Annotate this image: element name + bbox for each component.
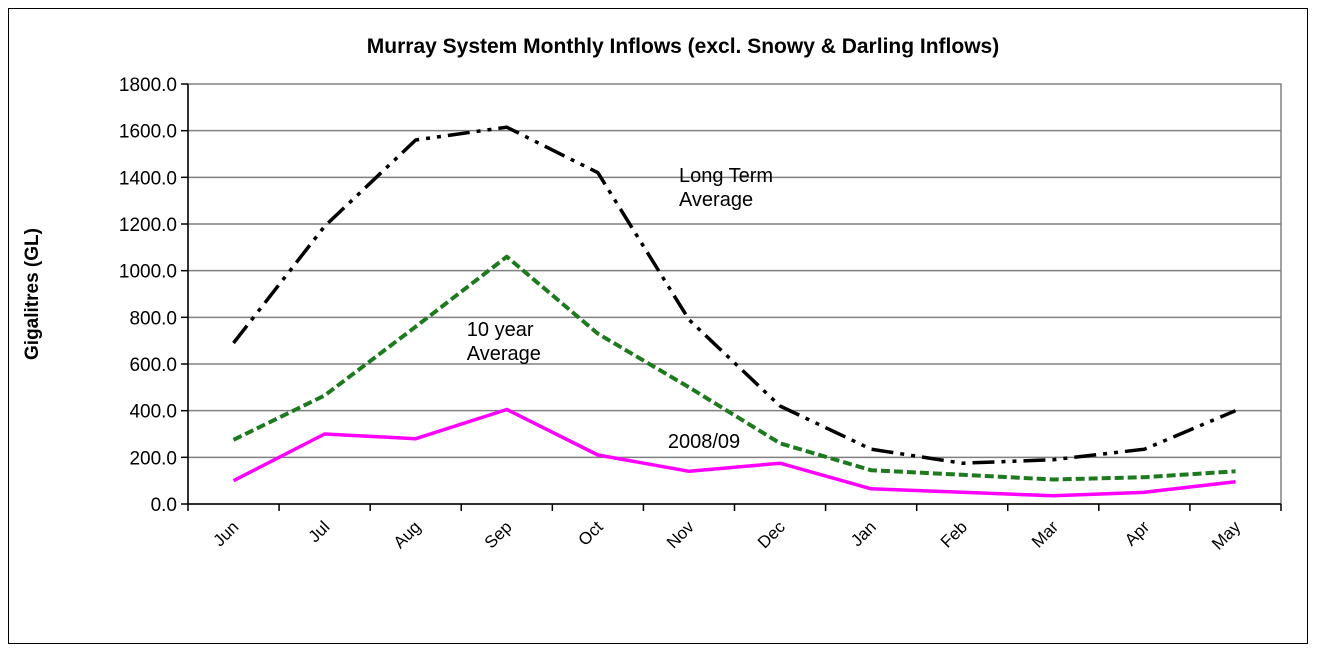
x-tick-label: May: [1208, 517, 1244, 553]
x-tick-label: Apr: [1121, 517, 1153, 549]
x-tick-label: Jul: [305, 517, 334, 546]
x-tick-label: Oct: [575, 517, 607, 549]
annotation-line: 10 year: [467, 319, 534, 341]
y-tick-label: 1400.0: [119, 168, 177, 189]
y-tick-label: 1600.0: [119, 122, 177, 143]
series-line-10-year-average: [232, 254, 1236, 482]
y-tick-label: 600.0: [129, 355, 177, 376]
x-tick-label: Nov: [663, 517, 698, 552]
x-tick-label: Jun: [210, 517, 243, 550]
x-axis-ticks: Jun Jul Aug Sep Oct Nov Dec Jan Feb Mar Apr May: [187, 504, 1282, 554]
x-tick-label: Feb: [937, 517, 971, 551]
chart-title: Murray System Monthly Inflows (excl. Sno…: [367, 35, 999, 58]
series-line-2008-09: [232, 407, 1236, 498]
x-tick-label: Sep: [481, 517, 516, 552]
x-tick-label: Mar: [1028, 517, 1062, 551]
series-line-long-term-average: [232, 125, 1237, 465]
plot-area: [187, 83, 1282, 505]
annotation-line: Average: [679, 189, 753, 211]
y-tick-label: 1000.0: [119, 262, 177, 283]
series-lines: [232, 125, 1237, 498]
line-chart: Murray System Monthly Inflows (excl. Sno…: [22, 35, 1282, 554]
x-tick-label: Dec: [754, 517, 789, 552]
x-tick-label: Aug: [390, 517, 425, 552]
gridlines: [188, 129, 1281, 459]
y-tick-label: 800.0: [129, 308, 177, 329]
y-tick-label: 1200.0: [119, 215, 177, 236]
y-axis-ticks: 0.0 200.0 400.0 600.0 800.0 1000.0 1200.0 1400.…: [119, 75, 188, 516]
x-tick-label: Jan: [847, 517, 880, 550]
series-annotation: 2008/09: [668, 431, 740, 453]
y-tick-label: 1800.0: [119, 75, 177, 96]
y-axis-label: Gigalitres (GL): [22, 228, 43, 360]
annotation-line: 2008/09: [668, 431, 740, 453]
y-tick-label: 0.0: [151, 495, 177, 516]
annotation-line: Long Term: [679, 165, 773, 187]
annotation-line: Average: [467, 343, 541, 365]
chart-frame: Murray System Monthly Inflows (excl. Sno…: [8, 8, 1308, 644]
y-tick-label: 400.0: [129, 402, 177, 423]
y-tick-label: 200.0: [129, 448, 177, 469]
